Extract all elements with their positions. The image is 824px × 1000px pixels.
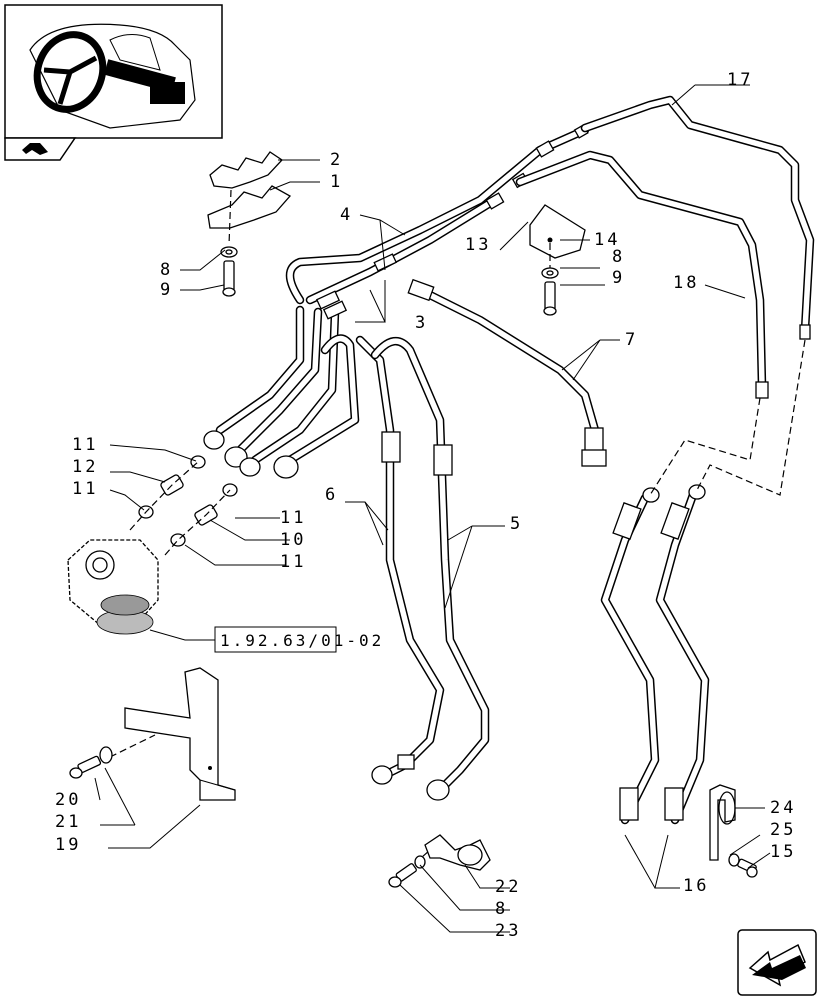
washer-part-21 [99, 746, 113, 764]
thumbnail-view[interactable] [4, 4, 223, 139]
callout-3: 3 [415, 313, 428, 333]
steering-unit [67, 539, 159, 635]
callout-18: 18 [673, 273, 699, 293]
callout-25: 25 [770, 820, 796, 840]
callout-labels: 2 1 8 9 4 3 7 17 13 14 8 9 18 11 12 11 1… [55, 70, 796, 941]
callout-14: 14 [594, 230, 620, 250]
washer-part-8c [414, 855, 426, 869]
pipe-16 [600, 484, 710, 825]
callout-8a: 8 [160, 260, 173, 280]
callout-15: 15 [770, 842, 796, 862]
reference-box[interactable] [214, 626, 337, 653]
callout-13: 13 [465, 235, 491, 255]
bracket-part-13 [529, 204, 586, 259]
pipe-17 [580, 95, 815, 340]
pipe-5 [370, 337, 490, 801]
reference-code: 1.92.63/01-02 [220, 631, 384, 650]
callout-9a: 9 [160, 280, 173, 300]
callout-9b: 9 [612, 268, 625, 288]
callout-8b: 8 [612, 247, 625, 267]
clamp-part-24 [709, 784, 736, 861]
callout-10: 10 [280, 530, 306, 550]
callout-8c: 8 [495, 899, 508, 919]
callout-2: 2 [330, 150, 343, 170]
callout-6: 6 [325, 485, 338, 505]
washer-part-25 [728, 853, 740, 867]
pipe-bundle-3-4 [215, 125, 590, 465]
callout-16: 16 [683, 876, 709, 896]
callout-11a: 11 [72, 435, 98, 455]
callout-23: 23 [495, 921, 521, 941]
callout-19: 19 [55, 835, 81, 855]
callout-1: 1 [330, 172, 343, 192]
bolt-part-9b [543, 281, 557, 316]
pipe-fittings [203, 124, 589, 479]
pipe-7 [407, 278, 607, 467]
bolt-part-20 [69, 755, 102, 779]
callout-4: 4 [340, 205, 353, 225]
washer-part-8b [541, 267, 559, 279]
callout-21: 21 [55, 812, 81, 832]
bolt-part-15 [737, 858, 758, 878]
bracket-part-19 [124, 667, 236, 801]
clamp-part-2 [209, 151, 283, 189]
back-arrow-icon[interactable] [737, 929, 817, 996]
callout-17: 17 [727, 70, 753, 90]
callout-7: 7 [625, 330, 638, 350]
bolt-part-23 [388, 863, 417, 888]
pipe-6 [355, 335, 445, 785]
clamp-part-1 [207, 185, 292, 229]
nav-tab-icon[interactable] [4, 137, 77, 161]
bolt-part-9a [222, 260, 236, 297]
callout-12: 12 [72, 457, 98, 477]
callout-5: 5 [510, 514, 523, 534]
pipe-18 [515, 150, 769, 399]
callout-11c: 11 [280, 508, 306, 528]
callout-20: 20 [55, 790, 81, 810]
washer-part-8a [220, 246, 238, 258]
callout-11d: 11 [280, 552, 306, 572]
clip-part-22 [424, 834, 491, 871]
callout-11b: 11 [72, 479, 98, 499]
leader-lines [94, 84, 771, 933]
callout-24: 24 [770, 798, 796, 818]
callout-22: 22 [495, 877, 521, 897]
